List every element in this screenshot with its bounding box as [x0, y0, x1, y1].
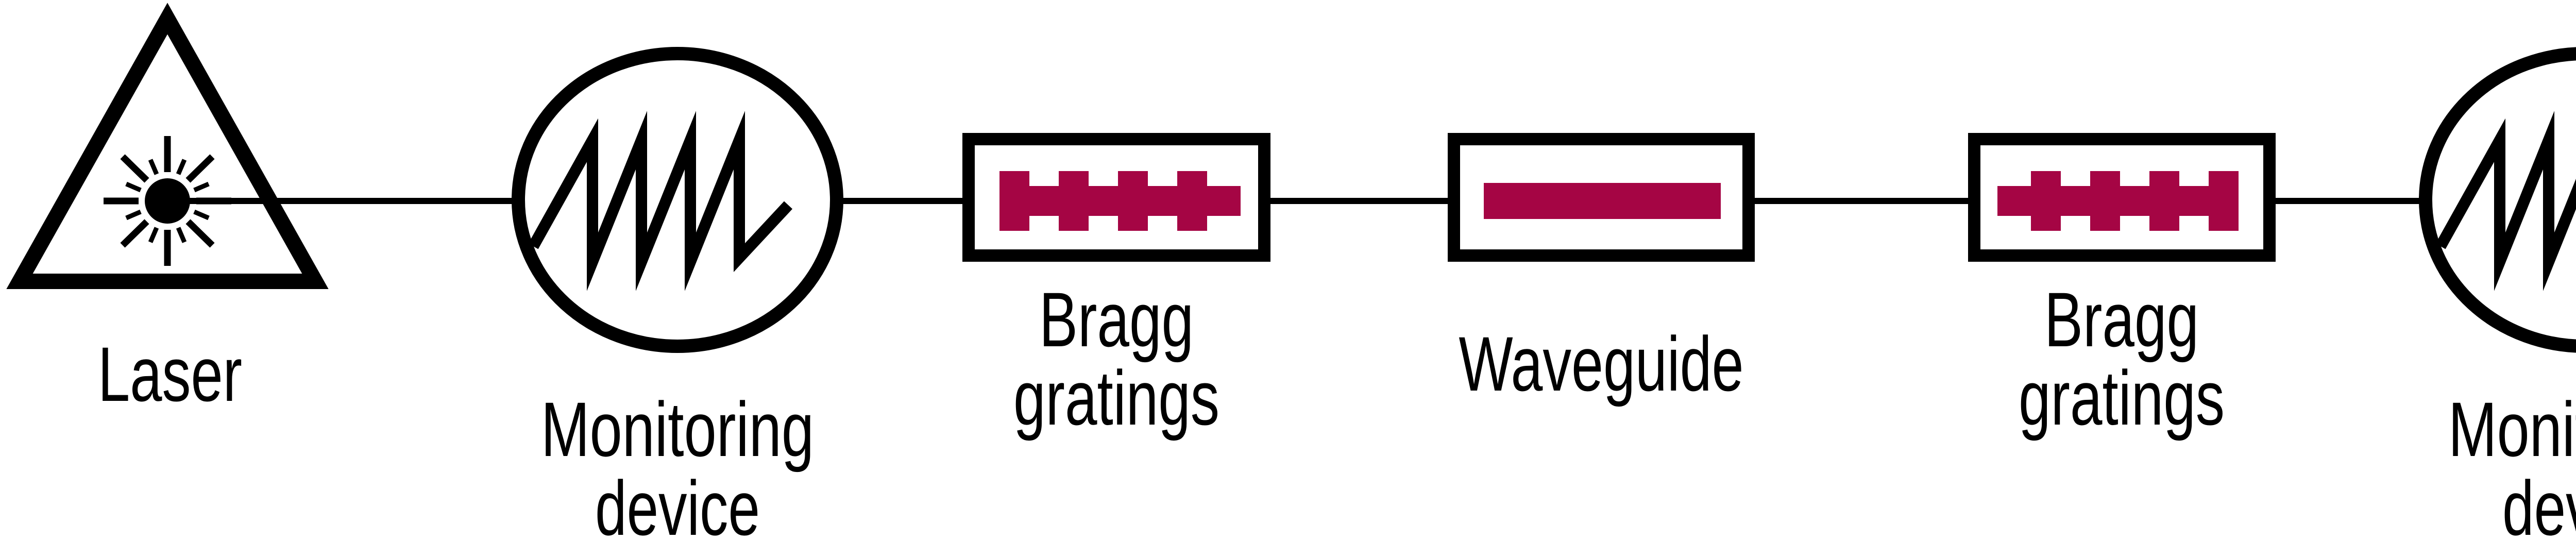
monitoring-device-2-symbol — [2419, 47, 2576, 353]
waveguide-core-bar — [1484, 183, 1721, 219]
monitoring-device-1-label-line1: Monitoring — [541, 386, 814, 472]
monitoring-device-1-label-line2: device — [595, 465, 760, 551]
monitoring-device-2-label-line1: Monitoring — [2448, 386, 2576, 472]
grating-pattern-icon — [1997, 171, 2239, 231]
grating-pattern-icon — [999, 171, 1241, 231]
bragg-gratings-2-label-line2: gratings — [2019, 355, 2225, 441]
bragg-gratings-2-label-line1: Bragg — [2044, 276, 2199, 363]
monitoring-device-2-label-line2: device — [2502, 465, 2576, 551]
laser-label: Laser — [98, 331, 242, 417]
bragg-gratings-1-label-line1: Bragg — [1039, 276, 1194, 363]
bragg-gratings-1-symbol — [962, 133, 1270, 262]
starburst-core — [145, 178, 190, 224]
bragg-gratings-1-label-line2: gratings — [1013, 355, 1219, 441]
starburst-short-rays — [125, 159, 210, 243]
sawtooth-wave-icon — [2435, 111, 2576, 291]
waveguide-label: Waveguide — [1459, 320, 1744, 407]
monitoring-device-1-symbol — [512, 47, 843, 353]
bragg-gratings-2-symbol — [1968, 133, 2276, 262]
starburst-long-rays — [104, 136, 231, 266]
waveguide-symbol — [1448, 133, 1755, 262]
sawtooth-wave-icon — [528, 111, 793, 291]
monitoring-circle-icon — [512, 47, 843, 353]
laser-starburst-icon — [104, 136, 231, 266]
